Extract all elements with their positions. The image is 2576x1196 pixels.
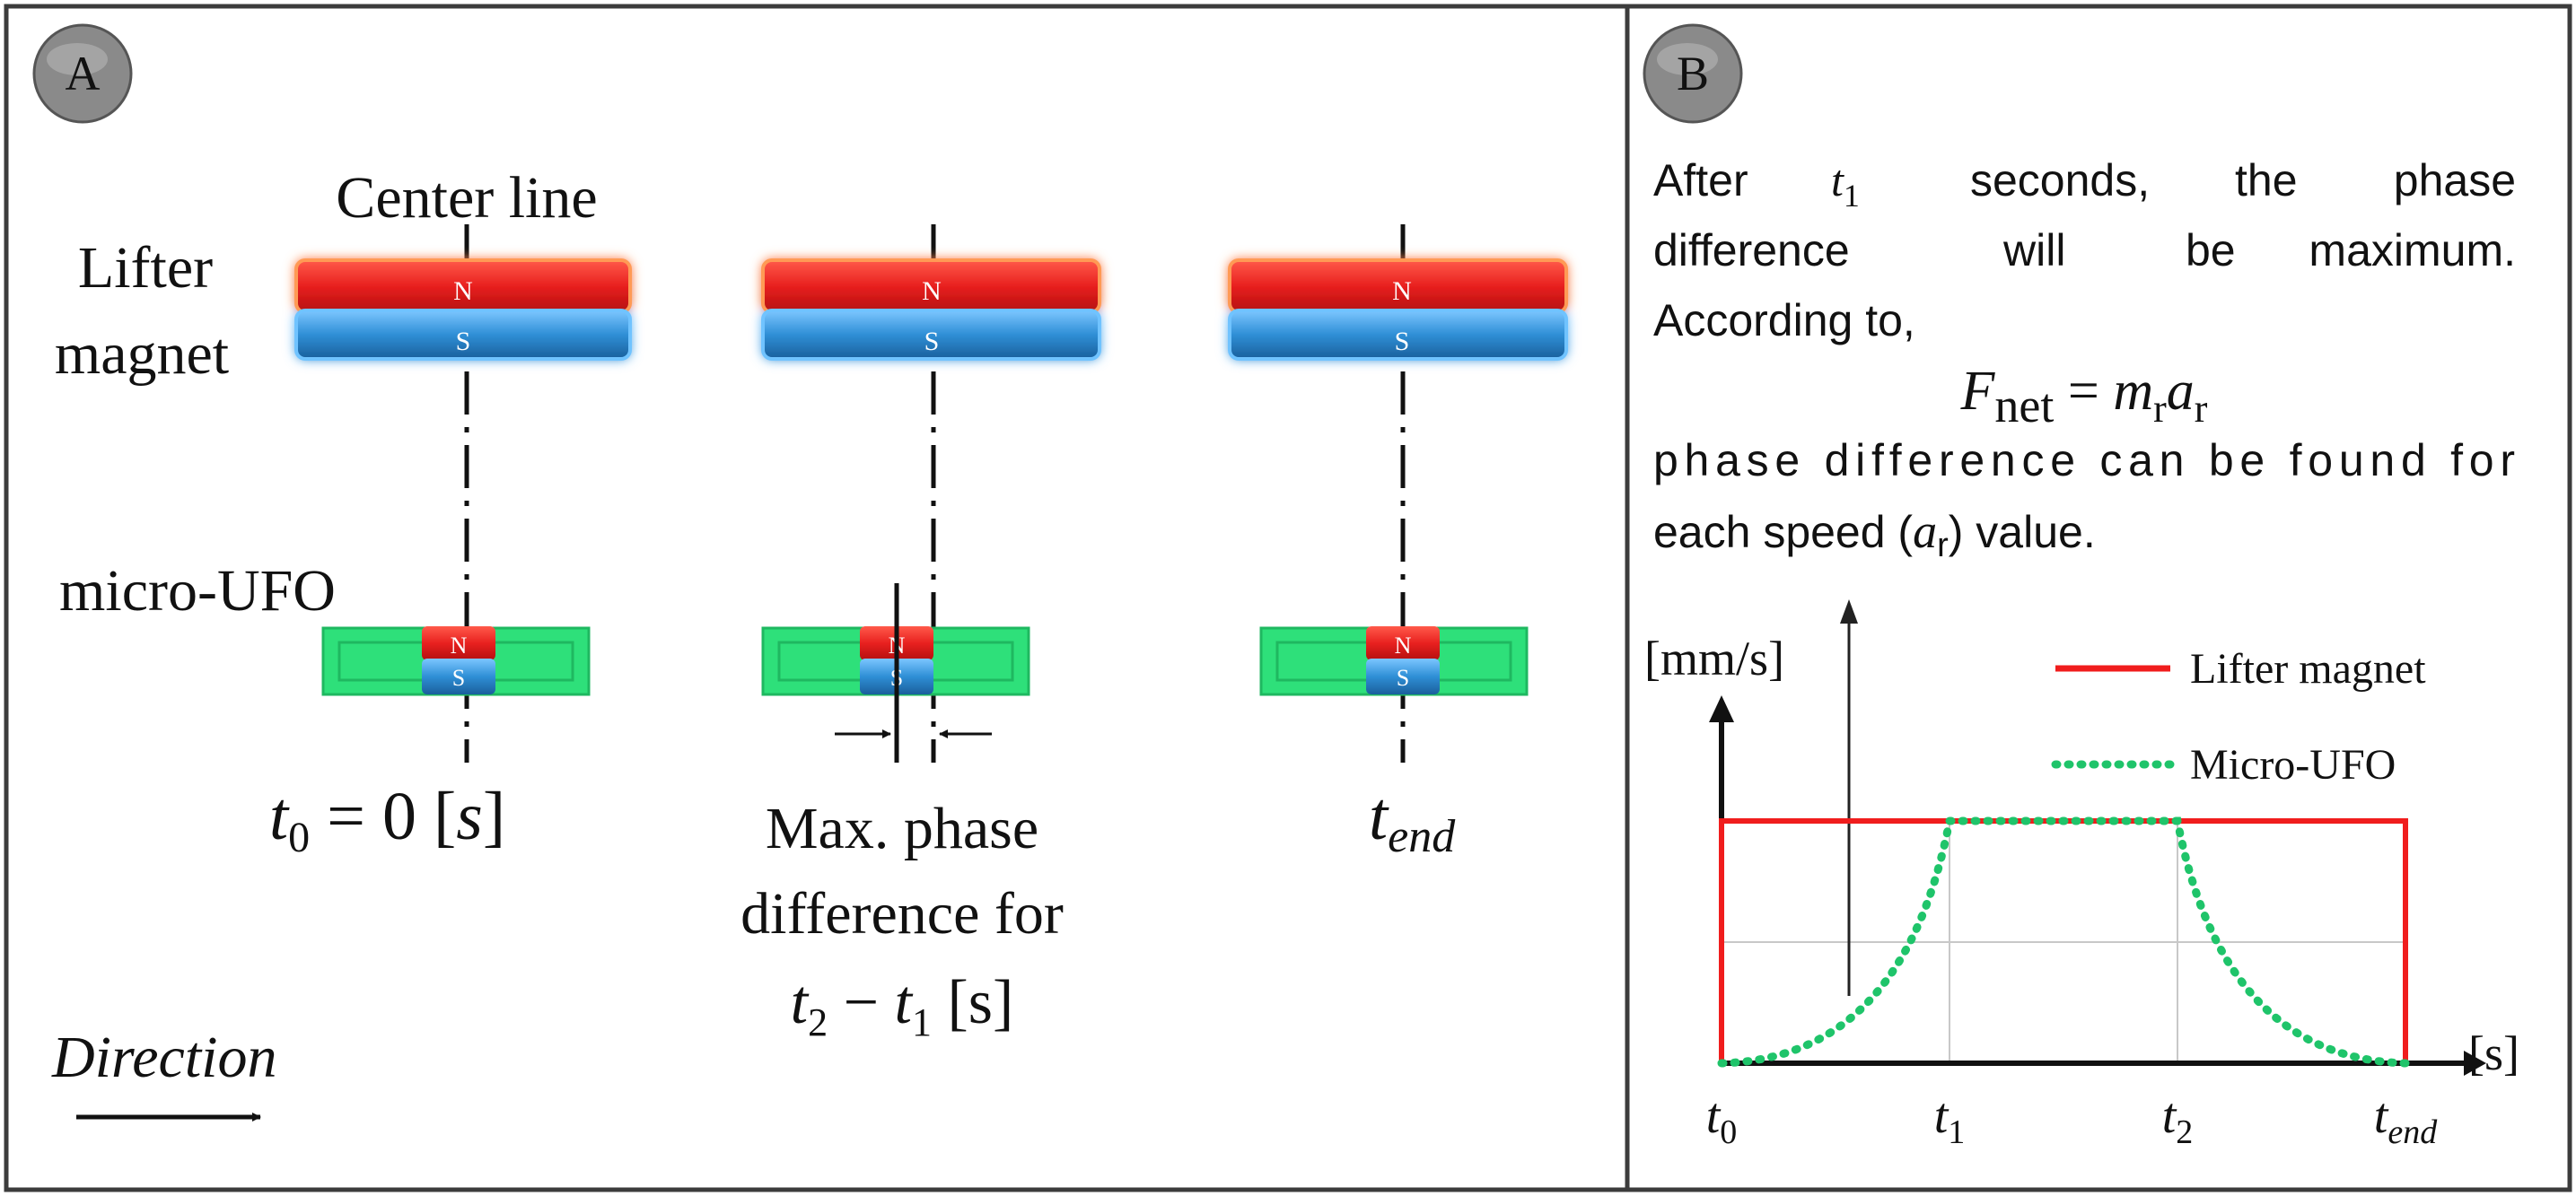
phase-label-line2: difference for bbox=[740, 881, 1064, 947]
direction-label: Direction bbox=[51, 1025, 277, 1090]
micro-ufo-3-north-pole: N bbox=[1395, 633, 1412, 659]
chart-grid bbox=[1722, 821, 2405, 1063]
lifter-magnet-2 bbox=[761, 258, 1101, 361]
lifter-magnet-label-line1: Lifter bbox=[78, 235, 213, 301]
chart-x-axis-arrow bbox=[2464, 1051, 2486, 1076]
panel-b: B After t1 seconds, the phase difference… bbox=[1643, 23, 2519, 1151]
lifter-magnet-label-line2: magnet bbox=[55, 321, 229, 387]
lifter-magnet-3-south-pole: S bbox=[1395, 327, 1410, 356]
lifter-magnet-1 bbox=[294, 258, 632, 361]
phase-label-line3: t2 − t1 [s] bbox=[791, 968, 1014, 1044]
micro-ufo-3 bbox=[1259, 626, 1529, 696]
time-label-t0: t0 = 0 [s] bbox=[269, 779, 505, 861]
micro-ufo-1-north-pole: N bbox=[451, 633, 468, 659]
para2-line2: each speed (ar) value. bbox=[1653, 504, 2096, 564]
figure-frame bbox=[4, 4, 2572, 1192]
lifter-magnet-2-north-pole: N bbox=[922, 276, 942, 306]
para1-word-will: will bbox=[2002, 225, 2065, 275]
para1-word-the: the bbox=[2235, 155, 2298, 205]
chart-series bbox=[1717, 816, 2410, 1068]
panel-b-badge: B bbox=[1643, 23, 1743, 124]
chart-x-tick-3: tend bbox=[2374, 1088, 2438, 1151]
chart-x-tick-2: t2 bbox=[2162, 1088, 2194, 1151]
time-label-tend: tend bbox=[1369, 779, 1456, 862]
para1-word-maximum: maximum. bbox=[2309, 225, 2516, 275]
panel-a: A Center line Lifter magnet micro-UFO N … bbox=[32, 23, 1568, 1122]
chart-x-axis-label: [s] bbox=[2468, 1026, 2519, 1080]
lifter-magnet-3 bbox=[1228, 258, 1568, 361]
para1-var-t1: t1 bbox=[1831, 155, 1860, 214]
para1-according: According to, bbox=[1653, 295, 1915, 345]
chart-pointer-arrow bbox=[1840, 599, 1858, 624]
legend-label-1: Micro-UFO bbox=[2190, 741, 2396, 789]
micro-ufo-1-south-pole: S bbox=[452, 665, 465, 691]
phase-label-line1: Max. phase bbox=[766, 796, 1038, 861]
center-line-label: Center line bbox=[336, 165, 597, 231]
para1-word-difference: difference bbox=[1653, 225, 1850, 275]
lifter-magnet-3-north-pole: N bbox=[1392, 276, 1412, 306]
chart-y-axis-label: [mm/s] bbox=[1644, 632, 1784, 685]
para1-word-be: be bbox=[2186, 225, 2236, 275]
legend-label-0: Lifter magnet bbox=[2190, 645, 2426, 693]
chart-y-axis-arrow bbox=[1709, 695, 1734, 722]
para1-word-seconds: seconds, bbox=[1970, 155, 2150, 205]
equation-fnet: Fnet = mrar bbox=[1960, 361, 2208, 432]
lifter-magnet-2-south-pole: S bbox=[924, 327, 940, 356]
para1-word-after: After bbox=[1653, 155, 1748, 205]
para1-word-phase: phase bbox=[2394, 155, 2516, 205]
lifter-magnet-1-north-pole: N bbox=[453, 276, 473, 306]
panel-a-badge: A bbox=[32, 23, 133, 124]
micro-ufo-label: micro-UFO bbox=[59, 558, 336, 624]
speed-chart: [mm/s] [s] t0 t1 t2 tend Lifter magnetMicro… bbox=[1644, 599, 2519, 1151]
panel-a-badge-letter: A bbox=[66, 47, 101, 100]
panel-b-badge-letter: B bbox=[1677, 47, 1709, 100]
chart-x-ticks: t0 t1 t2 tend bbox=[1706, 1088, 2438, 1151]
para2-line1: phase difference can be found for bbox=[1653, 435, 2515, 485]
lifter-magnet-1-south-pole: S bbox=[456, 327, 471, 356]
series-1-line bbox=[1717, 816, 2410, 1068]
chart-x-tick-0: t0 bbox=[1706, 1088, 1738, 1151]
chart-x-tick-1: t1 bbox=[1934, 1088, 1966, 1151]
micro-ufo-3-south-pole: S bbox=[1397, 665, 1409, 691]
micro-ufo-1 bbox=[321, 626, 591, 696]
